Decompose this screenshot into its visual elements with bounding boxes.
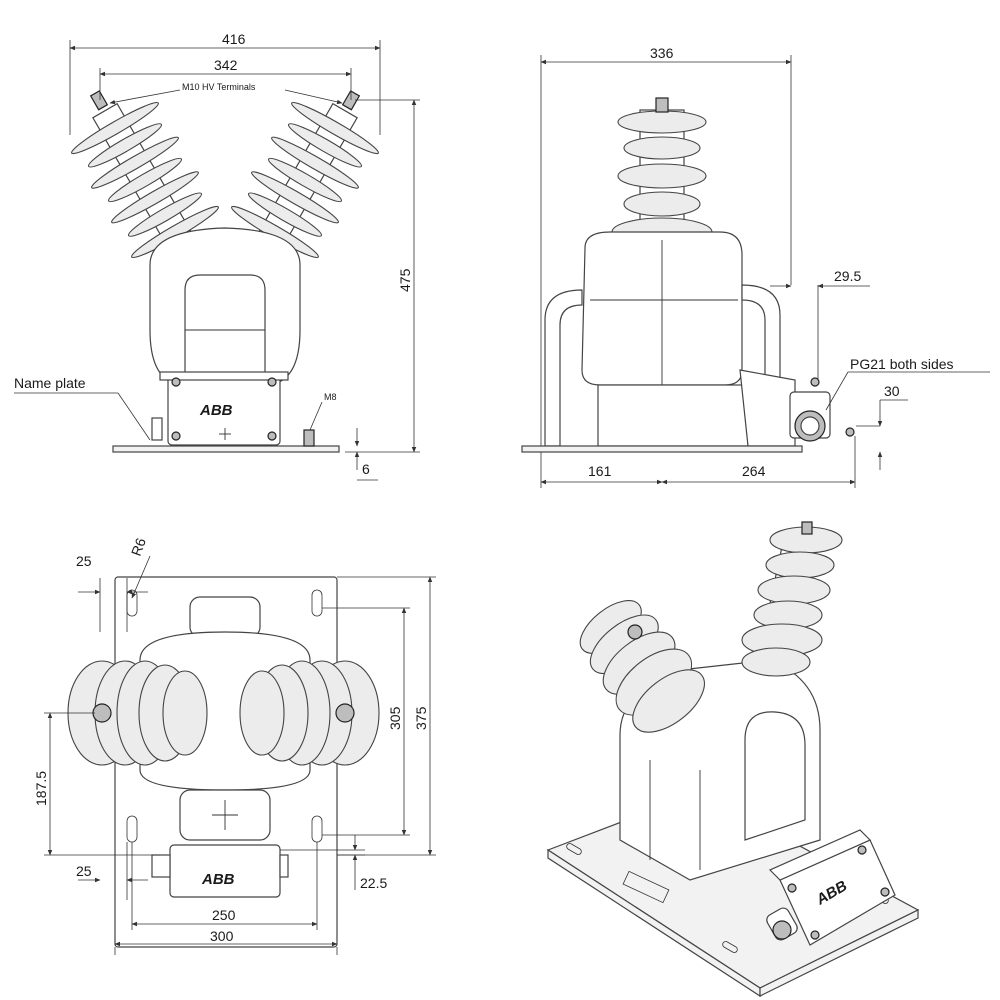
label-pg21-both-sides: PG21 both sides: [850, 356, 954, 372]
dim-416: 416: [222, 31, 246, 47]
label-m8: M8: [324, 392, 337, 402]
front-view: ABB 416 342 M10 HV Terminals 475 Name pl…: [14, 31, 420, 481]
dim-264: 264: [742, 463, 766, 479]
top-abb-logo: ABB: [201, 871, 235, 888]
dim-305: 305: [387, 706, 403, 730]
front-abb-logo: ABB: [199, 402, 233, 419]
front-terminal-box: ABB: [159, 371, 289, 446]
dim-250: 250: [212, 907, 236, 923]
top-view: ABB 25 R6 305 375 187.5 25 22.5: [33, 536, 436, 955]
top-left-bushing: [67, 660, 208, 766]
dim-300: 300: [210, 928, 234, 944]
side-view: 336 29.5 PG21 both sides 30 161 264: [521, 45, 990, 488]
top-right-bushing: [239, 660, 380, 766]
iso-upright-insulator: [741, 521, 843, 677]
front-m8-earth-bolt: [303, 429, 315, 447]
dim-29-5: 29.5: [834, 268, 861, 284]
dim-187-5: 187.5: [33, 771, 49, 806]
side-pg21-gland: [789, 377, 855, 442]
dim-161: 161: [588, 463, 612, 479]
iso-view: ABB: [546, 521, 920, 998]
label-name-plate: Name plate: [14, 375, 86, 391]
dim-375: 375: [413, 706, 429, 730]
dim-22-5: 22.5: [360, 875, 387, 891]
iso-terminal-box: ABB: [766, 829, 896, 946]
slot-top-right: [311, 589, 323, 617]
dim-25-top: 25: [76, 553, 92, 569]
dim-25-bottom: 25: [76, 863, 92, 879]
dim-6: 6: [362, 461, 370, 477]
dim-342: 342: [214, 57, 238, 73]
label-hv-terminals: M10 HV Terminals: [182, 82, 256, 92]
side-loop-right: [741, 284, 781, 386]
dim-r6: R6: [128, 536, 149, 558]
dim-30: 30: [884, 383, 900, 399]
front-left-insulator: [71, 90, 219, 266]
dim-336: 336: [650, 45, 674, 61]
front-right-insulator: [231, 90, 379, 266]
dim-475: 475: [397, 268, 413, 292]
front-base-plate: [112, 445, 340, 453]
side-base-plate: [521, 445, 803, 453]
side-loop-left: [544, 289, 583, 447]
